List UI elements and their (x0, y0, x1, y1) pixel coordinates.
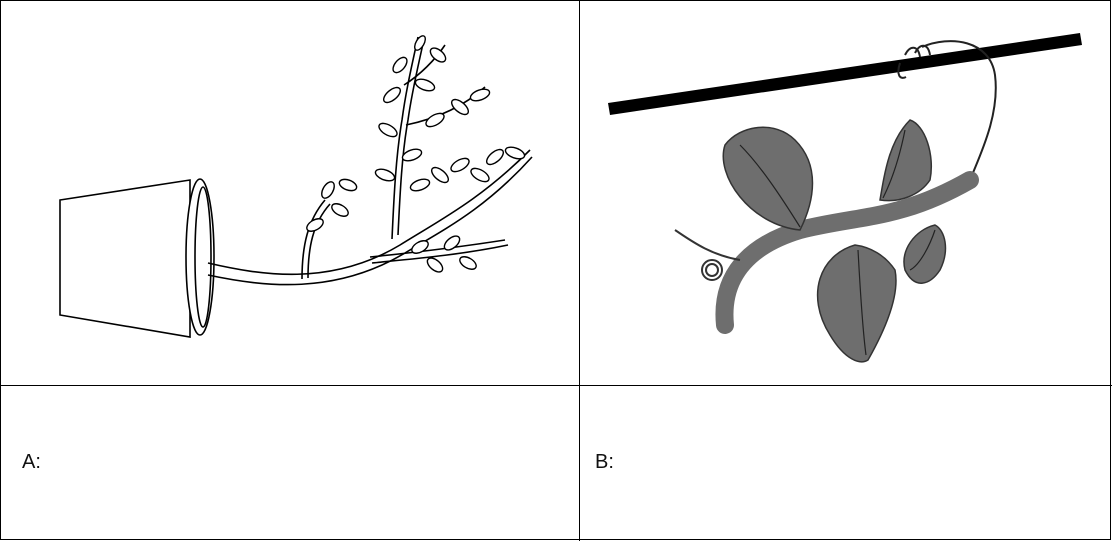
potted-plant-tipped-icon (40, 25, 560, 355)
column-divider (579, 0, 580, 541)
row-divider (0, 385, 1112, 386)
vine-tendril-icon (600, 15, 1100, 375)
answer-label-b: B: (595, 451, 614, 474)
answer-label-a: A: (22, 451, 41, 474)
